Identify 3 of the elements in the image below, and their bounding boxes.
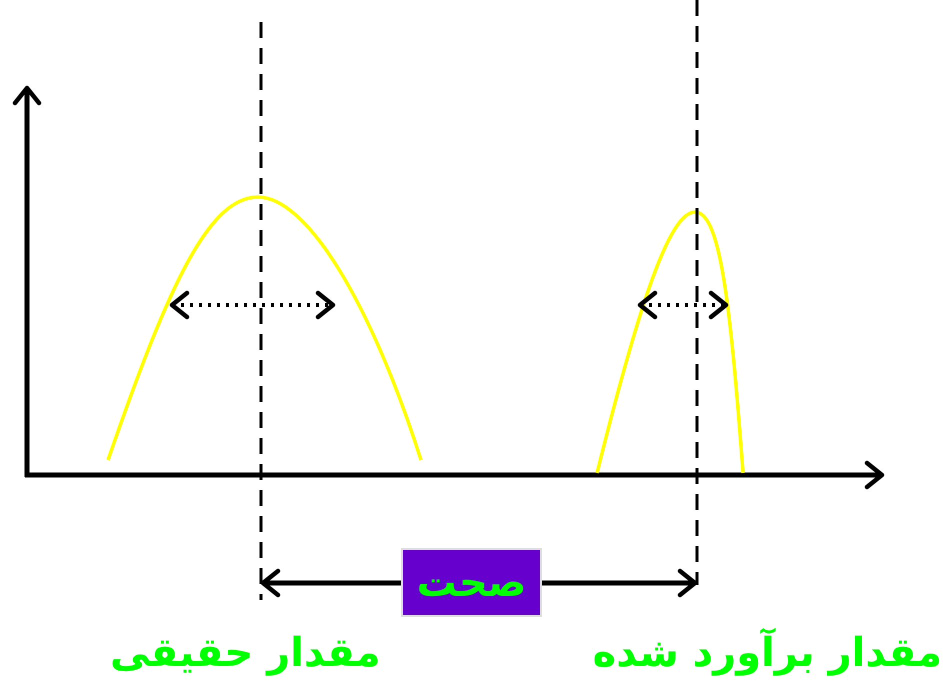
label-box: صحت <box>401 548 542 617</box>
axis-label: مقدار برآورد شده <box>592 628 942 678</box>
axis-label: مقدار حقیقی <box>110 629 381 678</box>
